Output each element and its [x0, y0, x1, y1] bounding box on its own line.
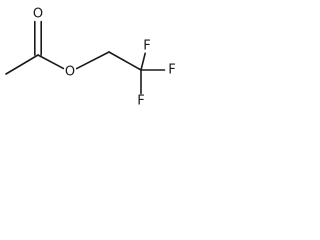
bond-line: [5, 54, 39, 75]
bond-line: [140, 52, 146, 71]
bond-c_methyl-c_carbonyl: [5, 54, 39, 75]
atom-labels: O O F F F: [33, 7, 176, 109]
structure-diagram: O O F F F: [5, 7, 176, 109]
bond-c_methylene-c_cf3: [108, 51, 142, 71]
bond-line: [108, 51, 142, 71]
bonds: [5, 20, 166, 95]
bond-c_carbonyl-o_ester: [37, 54, 65, 70]
atom-label-o-ester: O: [65, 65, 75, 80]
atom-label-o-carbonyl: O: [33, 7, 43, 22]
bond-line: [37, 54, 65, 70]
atom-label-f-right: F: [168, 63, 175, 78]
atom-label-f-top: F: [143, 39, 150, 54]
bond-line: [75, 51, 110, 70]
atom-label-f-bottom: F: [137, 94, 144, 109]
bond-c_cf3-f_top: [140, 52, 146, 71]
bond-o_ester-c_methylene: [75, 51, 110, 70]
bond-c_carbonyl-o_carbonyl: [33, 20, 43, 56]
